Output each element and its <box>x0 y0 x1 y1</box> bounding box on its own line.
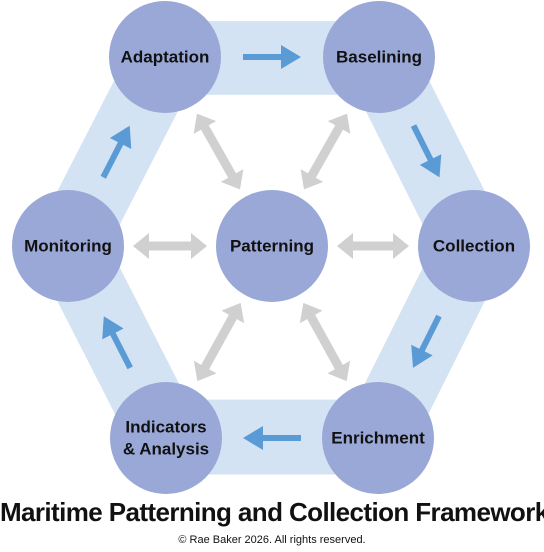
cycle-arrows <box>100 45 442 450</box>
spoke-arrow-baselining <box>300 113 351 190</box>
node-circle <box>110 382 222 494</box>
node-adaptation: Adaptation <box>109 1 221 113</box>
node-label: Indicators <box>125 418 206 437</box>
node-enrichment: Enrichment <box>322 382 434 494</box>
node-circle <box>418 190 530 302</box>
node-circle <box>323 1 435 113</box>
node-label: Adaptation <box>121 48 210 67</box>
copyright-notice: © Rae Baker 2026. All rights reserved. <box>178 534 366 546</box>
spoke-arrow-collection <box>337 233 409 259</box>
nodes: Adaptation BaseliningCollectionEnrichment… <box>12 1 530 494</box>
node-label: Baselining <box>336 48 422 67</box>
cycle-arrow-enrichment-to-indicators-analysis <box>243 426 301 450</box>
node-circle <box>216 190 328 302</box>
node-circle <box>322 382 434 494</box>
cycle-arrow-indicators-analysis-to-monitoring <box>102 316 133 370</box>
node-baselining: Baselining <box>323 1 435 113</box>
cycle-arrow-baselining-to-collection <box>410 124 442 178</box>
spoke-arrow-enrichment <box>299 302 351 382</box>
node-label: Patterning <box>230 237 314 256</box>
node-label: & Analysis <box>123 440 209 459</box>
node-circle <box>12 190 124 302</box>
node-label: Enrichment <box>331 429 425 448</box>
node-circle <box>109 1 221 113</box>
node-indicators-analysis: Indicators & Analysis <box>110 382 222 494</box>
cycle-arrow-adaptation-to-baselining <box>243 45 301 69</box>
node-patterning: Patterning <box>216 190 328 302</box>
diagram-title: Maritime Patterning and Collection Frame… <box>0 497 544 527</box>
spoke-arrows <box>133 113 409 382</box>
cycle-arrow-monitoring-to-adaptation <box>100 125 132 179</box>
hexagon-ring <box>29 21 513 475</box>
spoke-arrow-adaptation <box>193 113 244 190</box>
node-label: Monitoring <box>24 237 112 256</box>
spoke-arrow-indicators-analysis <box>193 302 245 382</box>
node-collection: Collection <box>418 190 530 302</box>
spoke-arrow-monitoring <box>133 233 207 259</box>
node-label: Collection <box>433 237 515 256</box>
node-monitoring: Monitoring <box>12 190 124 302</box>
cycle-arrow-collection-to-enrichment <box>411 314 442 368</box>
